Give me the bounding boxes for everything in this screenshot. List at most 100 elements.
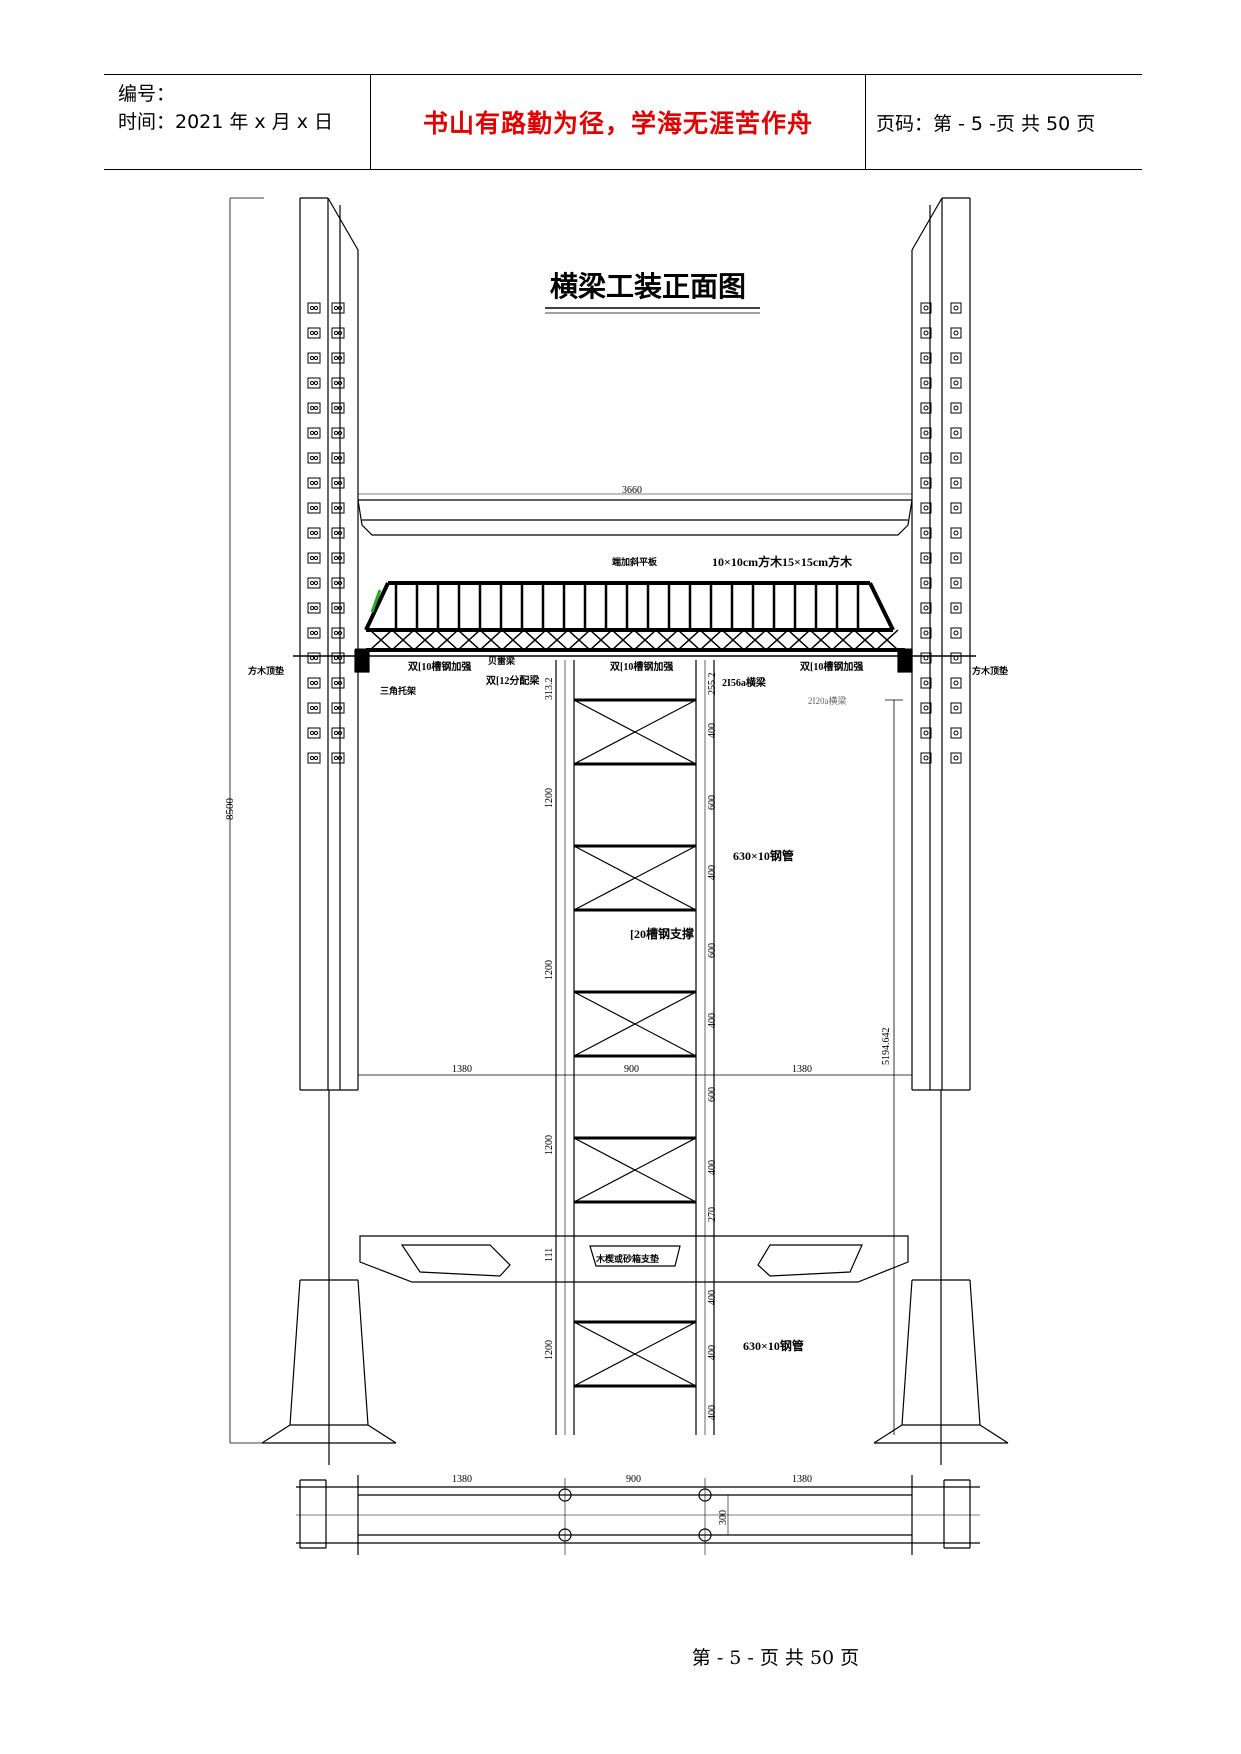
bolt-hole-dot — [337, 530, 343, 536]
pipe-supports — [555, 660, 715, 1435]
bolt-hole — [307, 352, 321, 364]
bolt-hole — [920, 327, 932, 339]
bolt-hole — [920, 677, 932, 689]
right-pier-column — [873, 197, 1009, 1465]
bolt-hole-dot — [953, 305, 959, 311]
bolt-hole-dot — [337, 630, 343, 636]
bolt-hole-dot — [313, 430, 319, 436]
bolt-hole — [950, 702, 962, 714]
bolt-hole-dot — [313, 480, 319, 486]
bolt-hole — [331, 377, 345, 389]
bolt-hole — [920, 752, 932, 764]
bolt-hole — [920, 477, 932, 489]
truss-brace — [655, 629, 679, 651]
bolt-hole-dot — [923, 355, 929, 361]
bolt-hole-dot — [333, 430, 339, 436]
bolt-hole — [331, 527, 345, 539]
bolt-hole — [920, 602, 932, 614]
bolt-hole — [920, 552, 932, 564]
header-motto-cell: 书山有路勤为径，学海无涯苦作舟 — [370, 75, 866, 169]
bolt-hole-dot — [333, 555, 339, 561]
bolt-hole-dot — [309, 405, 315, 411]
bolt-hole-dot — [923, 705, 929, 711]
bolt-hole-dot — [337, 730, 343, 736]
bolt-hole-dot — [923, 430, 929, 436]
truss-brace — [479, 629, 503, 651]
bailey-truss — [293, 581, 976, 673]
dim-r270: 270 — [707, 1207, 718, 1222]
number-label: 编号： — [118, 83, 176, 105]
bolt-hole — [307, 302, 321, 314]
bolt-hole-dot — [313, 305, 319, 311]
truss-brace — [545, 629, 569, 651]
bolt-hole — [920, 627, 932, 639]
bolt-hole — [920, 427, 932, 439]
left-bolt-holes — [307, 302, 345, 764]
truss-brace — [523, 629, 547, 651]
bolt-hole — [331, 577, 345, 589]
bolt-hole-dot — [309, 680, 315, 686]
bolt-hole-dot — [333, 405, 339, 411]
bolt-hole-dot — [953, 405, 959, 411]
bolt-hole — [920, 302, 932, 314]
bolt-hole-dot — [309, 355, 315, 361]
bolt-hole — [950, 327, 962, 339]
bolt-hole-dot — [313, 530, 319, 536]
bolt-hole-dot — [337, 755, 343, 761]
bolt-hole-dot — [309, 305, 315, 311]
bolt-hole-dot — [953, 430, 959, 436]
bolt-hole-dot — [337, 580, 343, 586]
truss-brace — [677, 629, 701, 651]
label-i56: 2I56a横梁 — [722, 676, 767, 689]
bolt-hole-dot — [333, 580, 339, 586]
bolt-hole — [920, 727, 932, 739]
bolt-hole — [920, 402, 932, 414]
truss-brace — [369, 629, 393, 651]
dim-r400-a: 400 — [707, 723, 718, 738]
bolt-hole-dot — [923, 755, 929, 761]
truss-brace — [391, 629, 415, 651]
bolt-hole — [950, 602, 962, 614]
page-info: 页码：第 - 5 -页 共 50 页 — [876, 112, 1096, 135]
bolt-hole-dot — [923, 480, 929, 486]
bolt-hole — [331, 477, 345, 489]
label-ch10-left: 双[10槽钢加强 — [408, 660, 471, 673]
bolt-hole — [307, 327, 321, 339]
bolt-hole-dot — [333, 655, 339, 661]
bolt-hole — [950, 402, 962, 414]
bolt-hole — [950, 577, 962, 589]
bolt-hole-dot — [313, 755, 319, 761]
bolt-hole — [331, 302, 345, 314]
bolt-hole-dot — [337, 455, 343, 461]
bolt-hole — [950, 477, 962, 489]
label-timber-2: 15×15cm方木 — [782, 554, 853, 569]
bolt-hole-dot — [953, 380, 959, 386]
label-timber-right: 方木顶垫 — [972, 665, 1008, 676]
bolt-hole — [950, 627, 962, 639]
bolt-hole-dot — [333, 330, 339, 336]
dim-l313: 313.2 — [544, 678, 555, 701]
bolt-hole-dot — [337, 430, 343, 436]
dim-r600-a: 600 — [707, 795, 718, 810]
truss-brace — [633, 629, 657, 651]
dim-mid-span: 900 — [624, 1064, 639, 1075]
bolt-hole-dot — [953, 630, 959, 636]
left-pier-column — [261, 197, 397, 1465]
bolt-hole-dot — [923, 305, 929, 311]
bolt-hole — [307, 377, 321, 389]
dim-seg-c: 1200 — [544, 1135, 555, 1155]
bolt-hole — [331, 627, 345, 639]
label-ch10-right: 双[10槽钢加强 — [800, 660, 863, 673]
bolt-hole — [920, 702, 932, 714]
bolt-hole-dot — [337, 555, 343, 561]
bolt-hole-dot — [313, 405, 319, 411]
dim-plan-mid: 900 — [626, 1474, 641, 1485]
dim-r600-b: 600 — [707, 943, 718, 958]
bolt-hole — [950, 427, 962, 439]
dim-top-span: 3660 — [622, 485, 642, 496]
bolt-hole — [307, 627, 321, 639]
label-bracket-top: 端加斜平板 — [612, 556, 658, 567]
truss-brace — [765, 629, 789, 651]
bolt-hole-dot — [309, 555, 315, 561]
